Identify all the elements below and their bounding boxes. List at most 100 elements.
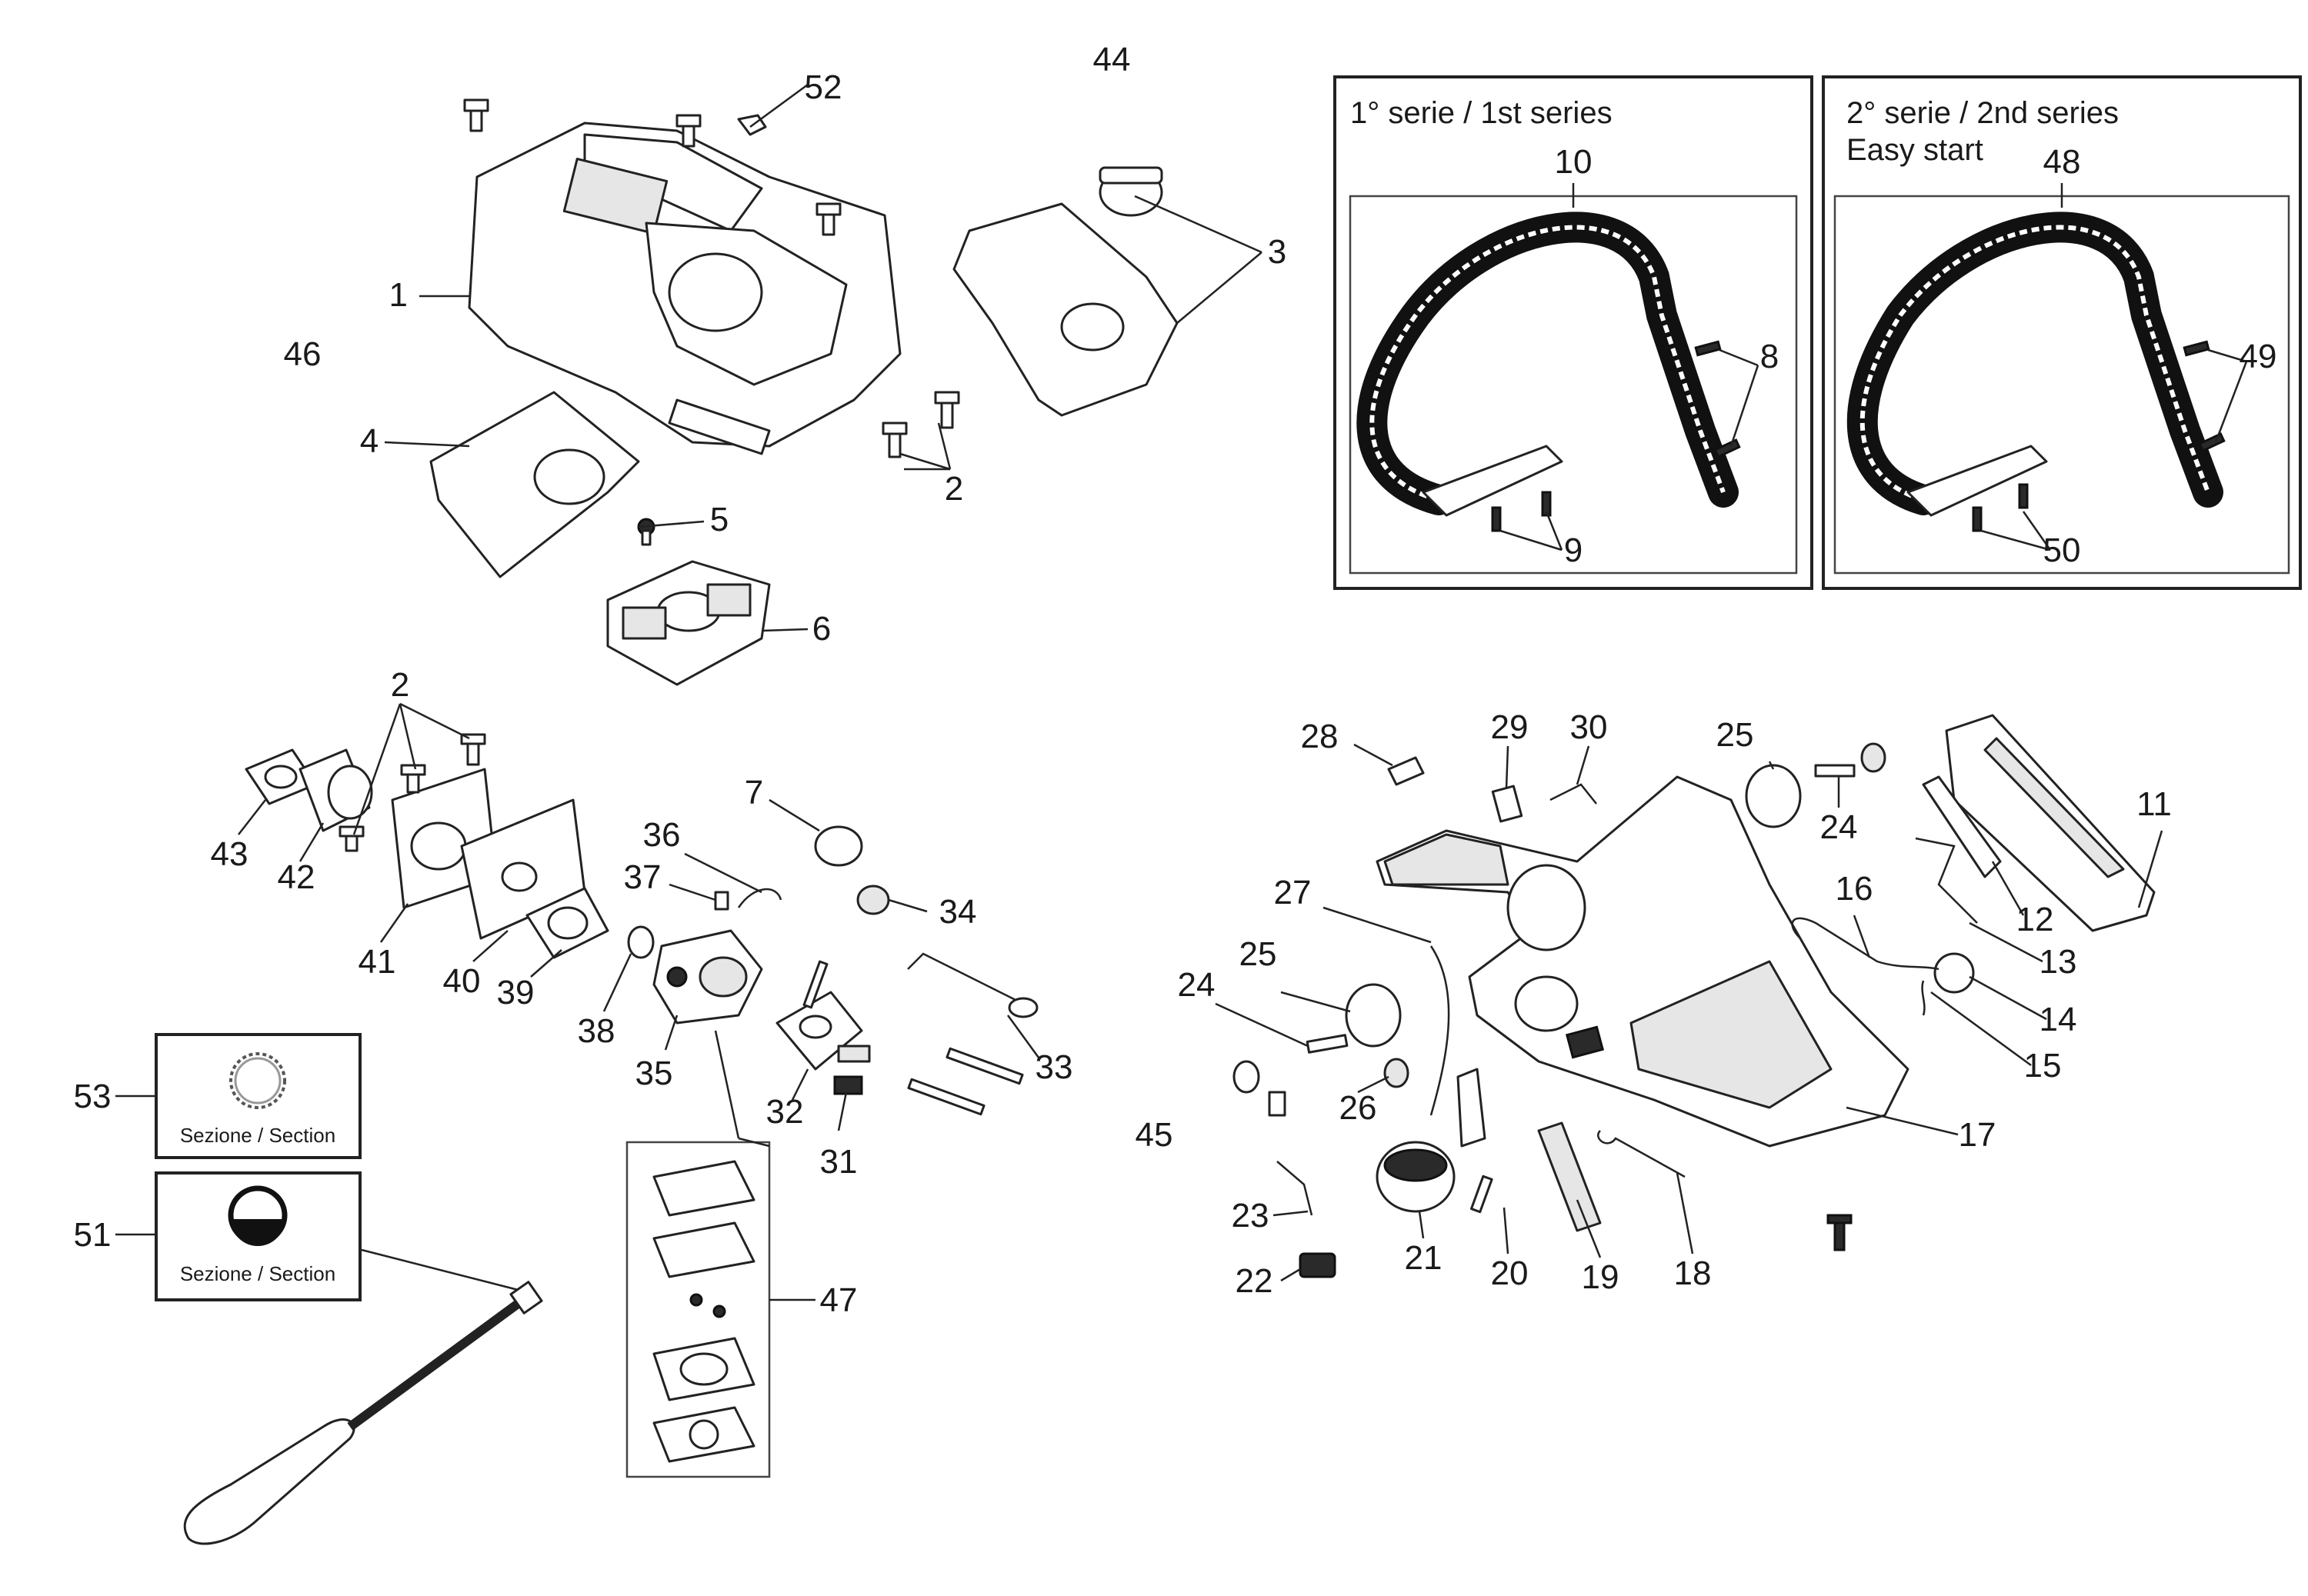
callout-37: 37 <box>624 858 662 896</box>
screw-8a <box>1694 340 1722 357</box>
callout-16: 16 <box>1836 870 1873 908</box>
pin-28 <box>1387 756 1425 786</box>
callout-38: 38 <box>578 1012 615 1050</box>
callout-5: 5 <box>710 501 729 538</box>
primer-14 <box>1933 952 1975 994</box>
heat-shield-hole <box>533 448 605 505</box>
switch-22 <box>1299 1252 1336 1278</box>
carburetor-35 <box>652 888 782 1025</box>
fuel-hose-16 <box>1791 917 1939 971</box>
section-box-51: Sezione / Section <box>155 1171 362 1301</box>
bracket-23 <box>1276 1161 1313 1216</box>
section-53-label: Sezione / Section <box>180 1124 335 1147</box>
series-box-2-part: 48 <box>2043 143 2081 181</box>
callout-19: 19 <box>1582 1258 1619 1296</box>
callout-22: 22 <box>1236 1262 1273 1300</box>
callout-46: 46 <box>284 335 322 373</box>
screw-50a <box>1972 506 1983 532</box>
plate-12 <box>1922 775 2002 878</box>
washer-24 <box>1860 742 1886 773</box>
spring-15 <box>1921 980 1926 1016</box>
spring-13 <box>1915 837 1978 924</box>
screw-9a <box>1491 506 1502 532</box>
gasket-40-hole <box>501 861 538 892</box>
fuel-pickup-34 <box>856 885 890 915</box>
screw-top-4 <box>934 391 960 429</box>
callout-30: 30 <box>1570 708 1608 746</box>
series-box-1: 1° serie / 1st series 10 <box>1333 75 1813 590</box>
callout-36: 36 <box>643 816 681 854</box>
callout-25b: 25 <box>1239 935 1277 973</box>
screw-49a <box>2183 340 2210 357</box>
spring-37 <box>714 891 729 911</box>
handlebar-1-foot <box>1422 445 1563 517</box>
callout-44: 44 <box>1093 41 1131 78</box>
rear-handle-part <box>1376 775 1909 1148</box>
mounts-25 <box>1345 764 1802 1048</box>
callout-24a: 24 <box>1820 808 1858 846</box>
callout-31: 31 <box>820 1143 858 1181</box>
fuel-cap-21 <box>1376 1141 1456 1213</box>
handlebar-2-foot <box>1906 445 2048 517</box>
intake-manifold-42 <box>299 748 373 832</box>
callout-17: 17 <box>1959 1116 1996 1154</box>
leader-lines <box>115 83 2248 1301</box>
callout-34: 34 <box>939 893 977 931</box>
callout-53: 53 <box>74 1078 112 1115</box>
callout-50: 50 <box>2043 531 2081 569</box>
section-box-53: Sezione / Section <box>155 1033 362 1159</box>
callout-49: 49 <box>2240 338 2277 375</box>
callout-33: 33 <box>1036 1048 1073 1086</box>
callout-32: 32 <box>766 1093 804 1131</box>
callout-labels: 1 2 3 4 5 6 7 8 9 11 12 13 14 15 16 17 1… <box>74 41 2277 1319</box>
bolts-24 <box>1306 764 1856 1054</box>
series-box-1-part: 10 <box>1555 143 1593 181</box>
filter-cover-part <box>952 166 1179 417</box>
callout-1: 1 <box>389 276 408 314</box>
callout-4: 4 <box>360 422 379 460</box>
screw-top-3 <box>815 202 842 236</box>
callout-6: 6 <box>812 610 831 648</box>
callout-27: 27 <box>1274 874 1312 911</box>
callout-18: 18 <box>1674 1254 1712 1292</box>
trigger-lock-20 <box>1469 1175 1493 1214</box>
callout-52: 52 <box>805 68 842 106</box>
heat-shield-part <box>429 391 640 578</box>
series-box-1-title: 1° serie / 1st series <box>1350 96 1613 130</box>
callout-26: 26 <box>1339 1089 1377 1127</box>
callout-42: 42 <box>278 858 315 896</box>
screw-top-5 <box>882 421 908 458</box>
screw-9b <box>1541 491 1552 517</box>
callout-3: 3 <box>1268 233 1286 271</box>
carb-kit-box-47 <box>625 1141 771 1478</box>
air-filter-part <box>606 560 771 686</box>
callout-25a: 25 <box>1716 716 1754 754</box>
trigger-19 <box>1537 1121 1602 1232</box>
screw-50b <box>2018 483 2029 509</box>
callout-20: 20 <box>1491 1254 1529 1292</box>
callout-2a: 2 <box>945 470 963 508</box>
callout-2c: 2 <box>391 666 409 704</box>
callout-29: 29 <box>1491 708 1529 746</box>
bolts-31 <box>833 1047 1024 1116</box>
callout-40: 40 <box>443 962 481 1000</box>
bolt-loose <box>1826 1214 1853 1251</box>
series-box-2-subtitle: Easy start <box>1846 133 1983 167</box>
callout-7: 7 <box>745 774 763 811</box>
section-51-label: Sezione / Section <box>180 1262 335 1285</box>
o-ring-7 <box>814 825 863 867</box>
callout-15: 15 <box>2024 1047 2062 1085</box>
o-ring-38 <box>627 925 655 959</box>
screw-top-2 <box>675 114 702 148</box>
callout-24b: 24 <box>1178 966 1216 1004</box>
callout-12: 12 <box>2016 901 2054 938</box>
callout-14: 14 <box>2040 1001 2077 1038</box>
callout-39: 39 <box>497 974 535 1011</box>
cap-45a <box>1232 1060 1260 1094</box>
callout-11: 11 <box>2136 785 2172 823</box>
filter-26b <box>1456 1068 1486 1148</box>
callout-35: 35 <box>635 1055 673 1092</box>
cover-11 <box>1945 714 2156 932</box>
hose-30 <box>1549 783 1597 805</box>
